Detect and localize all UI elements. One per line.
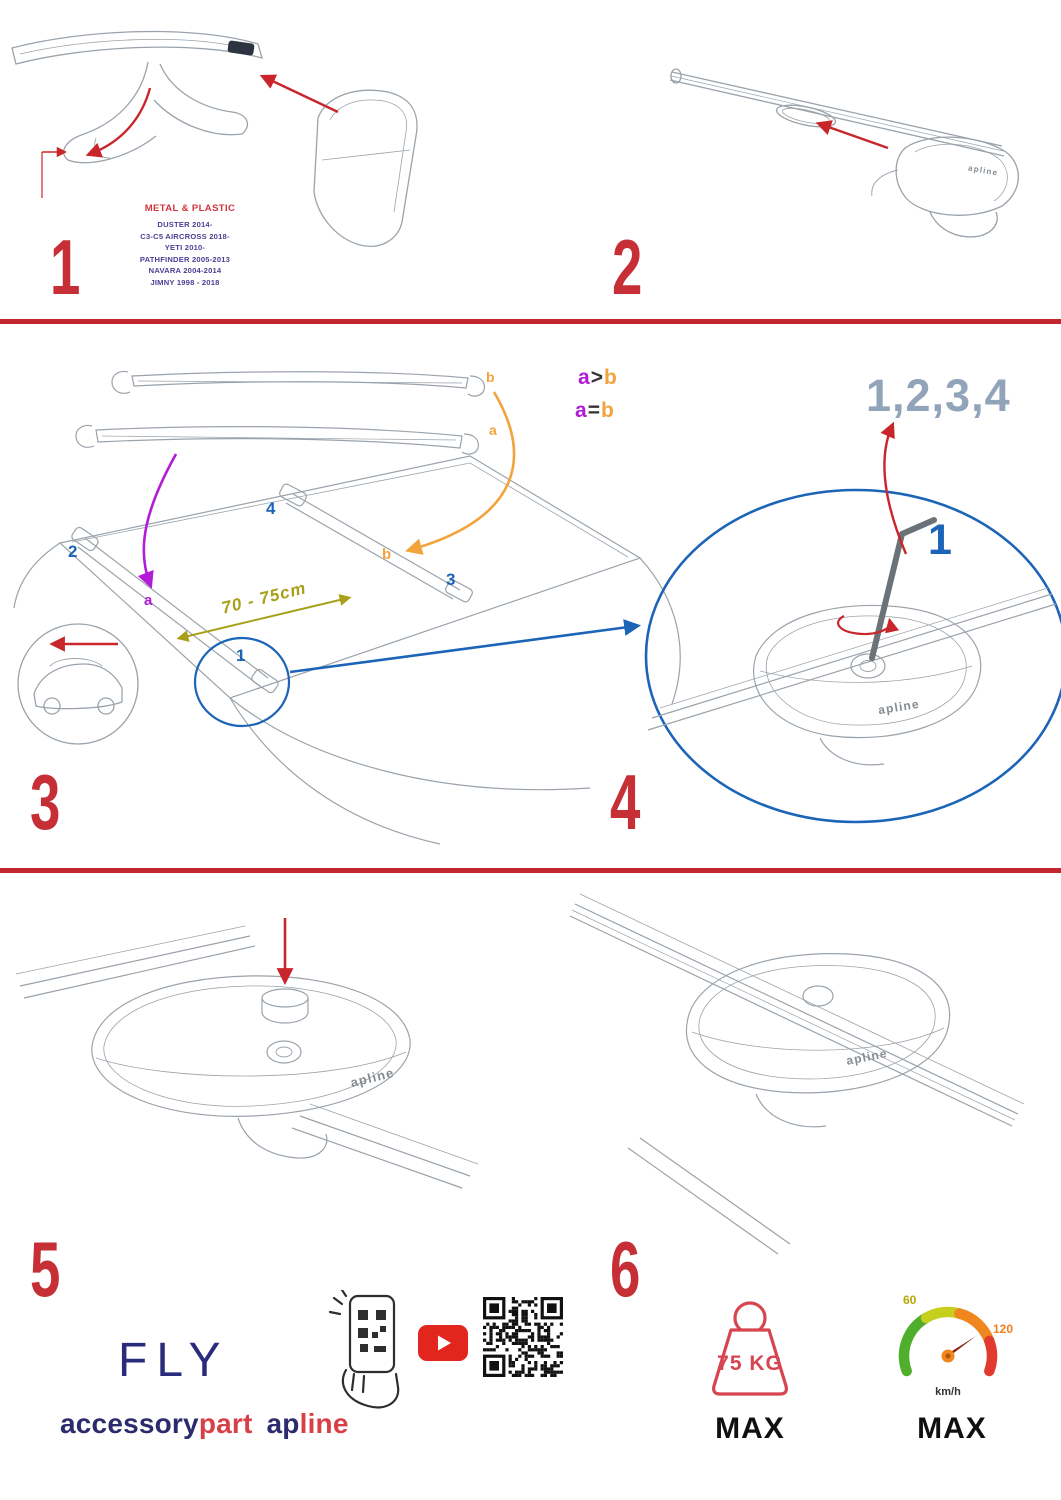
clamp-detail-drawing bbox=[647, 587, 1057, 766]
tightening-sequence-label: 1,2,3,4 bbox=[866, 370, 1011, 421]
step5-number: 5 bbox=[30, 1225, 60, 1313]
mounted-clamp-drawing bbox=[569, 893, 1025, 1255]
speed-high-label: 120 bbox=[993, 1322, 1014, 1336]
detail-connector-arrow bbox=[289, 619, 642, 674]
youtube-icon bbox=[418, 1325, 468, 1361]
speed-max-label: MAX bbox=[917, 1412, 987, 1445]
legend-b: b bbox=[603, 366, 618, 389]
speedometer-icon bbox=[898, 1306, 998, 1377]
step6-number: 6 bbox=[610, 1225, 640, 1313]
section-divider-bottom bbox=[0, 868, 1061, 873]
legend-a-greater-b: a>b bbox=[578, 366, 618, 390]
model-item: NAVARA 2004-2014 bbox=[148, 266, 222, 276]
brand-chip bbox=[227, 40, 255, 56]
allen-key-drawing bbox=[869, 517, 937, 661]
position-4: 4 bbox=[266, 499, 276, 518]
position-2: 2 bbox=[68, 542, 78, 561]
bar-b-guide-arrow bbox=[405, 391, 516, 555]
model-item: C3-C5 AIRCROSS 2018- bbox=[140, 231, 230, 241]
legend-a: a bbox=[578, 366, 591, 389]
roof-label-b: b bbox=[382, 546, 392, 563]
step1-number: 1 bbox=[50, 223, 80, 311]
position-1: 1 bbox=[236, 646, 246, 665]
clamp-exploded-drawing bbox=[11, 30, 418, 247]
legend-operator: = bbox=[587, 399, 601, 422]
bar-slot-drawing bbox=[669, 68, 1019, 238]
material-label: METAL & PLASTIC bbox=[144, 203, 236, 214]
brand-ap: ap bbox=[266, 1408, 300, 1439]
position-1-callout: 1 bbox=[928, 516, 952, 564]
legend-a: a bbox=[575, 399, 588, 422]
car-inset-drawing bbox=[17, 623, 139, 745]
distance-arrow bbox=[176, 594, 352, 642]
compatible-models-list: DUSTER 2014- C3-C5 AIRCROSS 2018- YETI 2… bbox=[100, 219, 270, 289]
bar-a-guide-arrow bbox=[137, 453, 178, 589]
model-item: JIMNY 1998 - 2018 bbox=[150, 277, 220, 287]
roof-label-a: a bbox=[144, 592, 153, 609]
scan-phone-icon bbox=[328, 1290, 400, 1409]
step3-number: 3 bbox=[30, 758, 60, 846]
step5-step6-artwork bbox=[15, 893, 1025, 1255]
step1-step2-artwork bbox=[11, 30, 1019, 247]
detail-circle bbox=[193, 636, 291, 728]
position-3: 3 bbox=[446, 570, 456, 589]
speed-unit-label: km/h bbox=[935, 1386, 961, 1398]
legend-b: b bbox=[600, 399, 615, 422]
step4-number: 4 bbox=[610, 758, 640, 846]
brand-accessory: accessory bbox=[60, 1408, 199, 1439]
crossbars-drawing bbox=[75, 370, 485, 455]
section-divider-top bbox=[0, 319, 1061, 324]
fly-logo: FLY bbox=[118, 1334, 230, 1387]
model-item: PATHFINDER 2005-2013 bbox=[139, 254, 231, 264]
loose-bar-label-a: a bbox=[489, 422, 497, 438]
step1-arrows bbox=[41, 74, 339, 198]
weight-max-label: MAX bbox=[715, 1412, 785, 1445]
roof-top-view-drawing bbox=[13, 455, 681, 845]
legend-a-equals-b: a=b bbox=[575, 399, 615, 423]
legend-operator: > bbox=[590, 366, 604, 389]
max-weight-icon bbox=[712, 1301, 788, 1396]
brand-line: line bbox=[299, 1408, 349, 1439]
step2-arrow bbox=[815, 120, 889, 150]
rotation-arrow bbox=[837, 615, 900, 636]
loose-bar-label-b: b bbox=[486, 369, 495, 385]
speed-low-label: 60 bbox=[903, 1293, 917, 1307]
model-item: DUSTER 2014- bbox=[157, 220, 213, 229]
max-weight-value: 75 KG bbox=[717, 1352, 783, 1375]
step2-number: 2 bbox=[612, 223, 642, 311]
phone-qr-pattern bbox=[358, 1310, 386, 1352]
sequence-arrow bbox=[880, 421, 908, 555]
qr-code bbox=[483, 1297, 563, 1377]
brand-part: part bbox=[198, 1408, 253, 1439]
clamp-knob-drawing bbox=[15, 925, 479, 1189]
step3-step4-artwork bbox=[13, 370, 1061, 845]
magnifier-ellipse bbox=[644, 488, 1061, 824]
model-item: YETI 2010- bbox=[164, 243, 206, 253]
